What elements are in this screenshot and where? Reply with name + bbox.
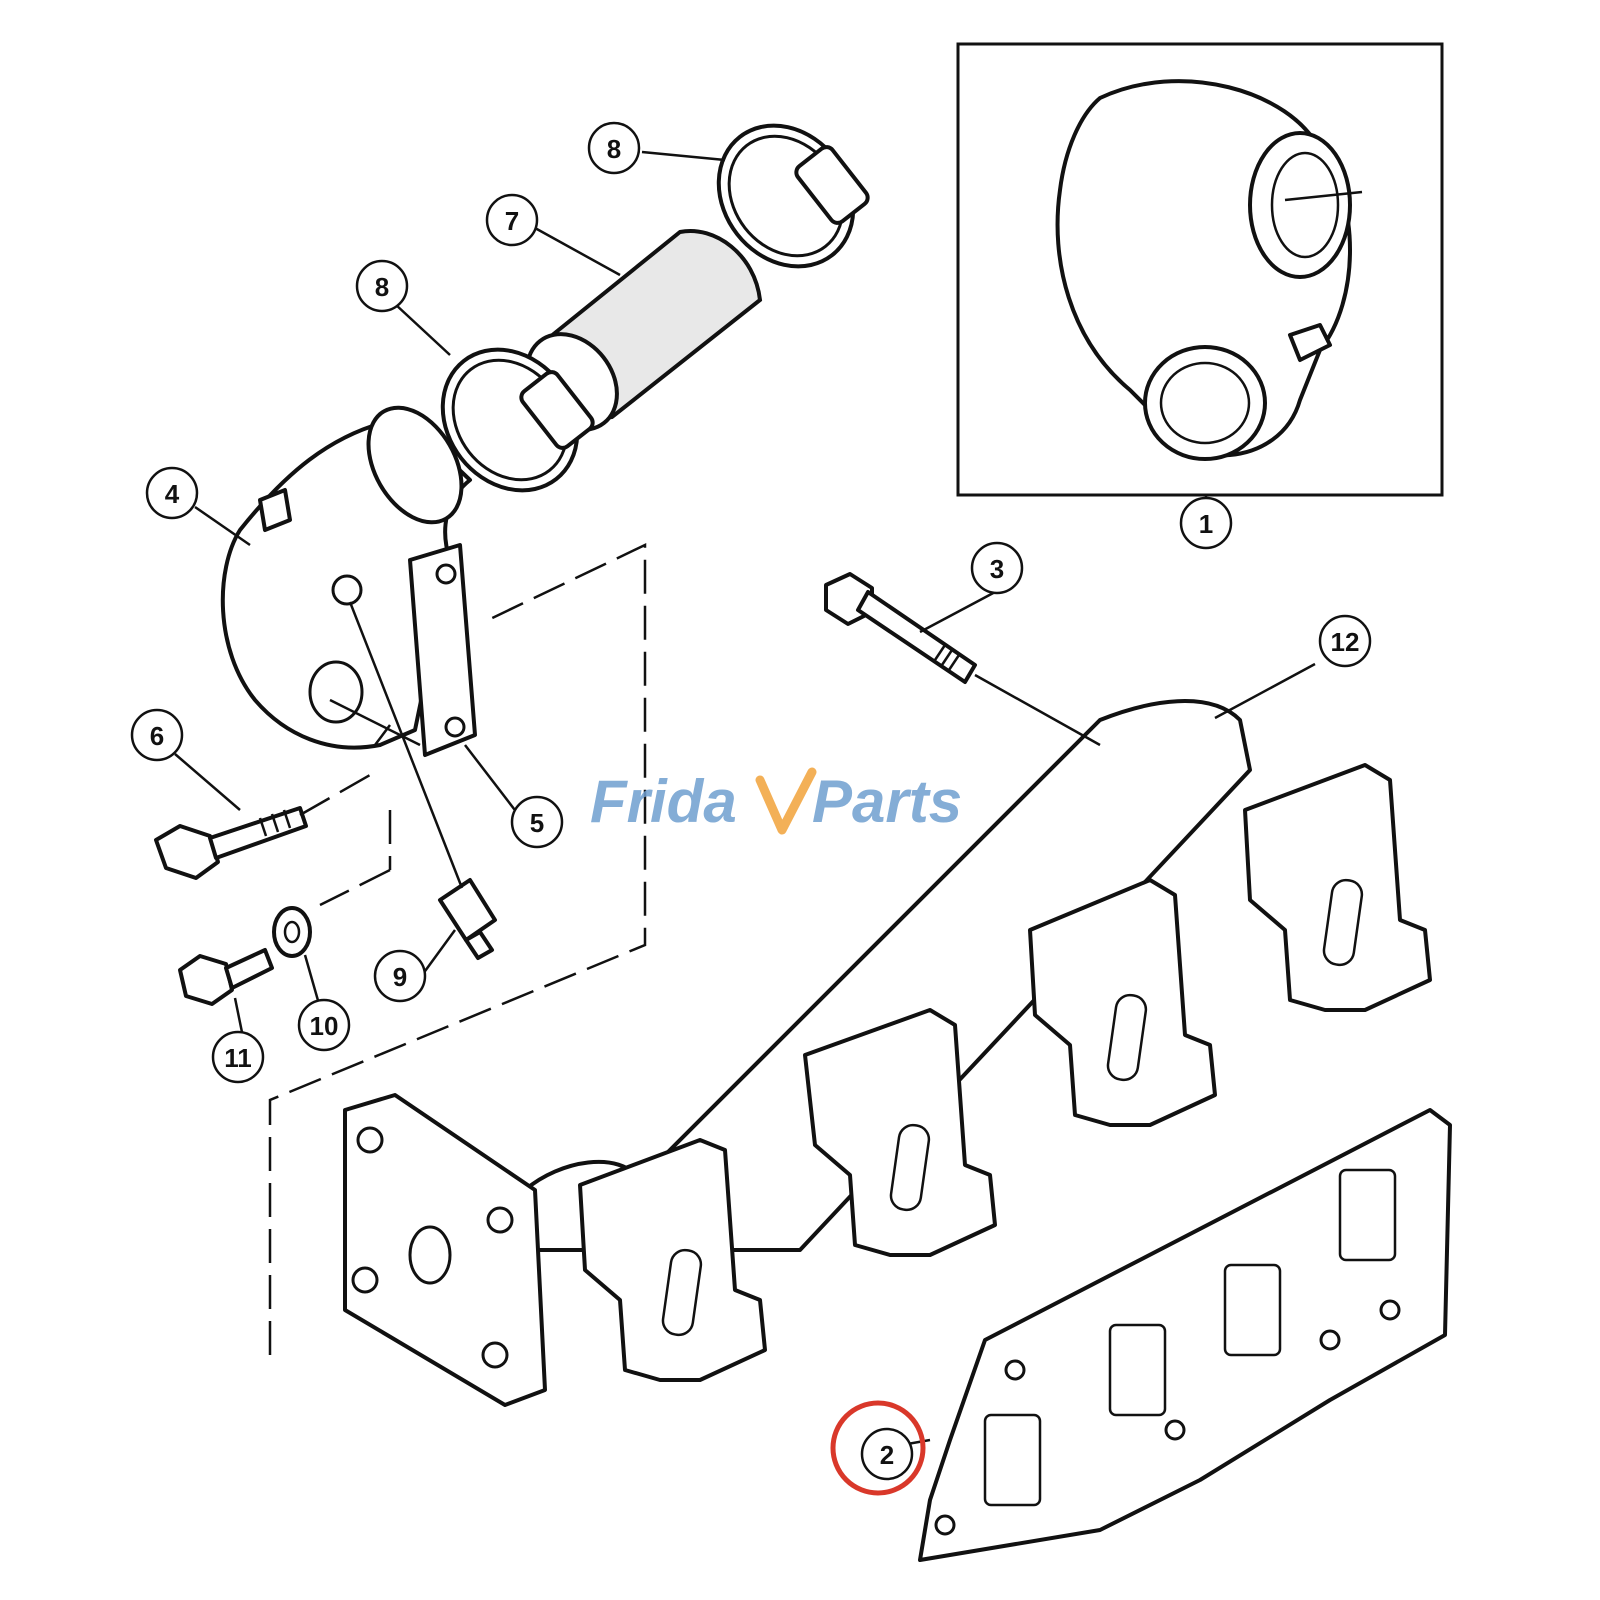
highlight-circle <box>830 1400 926 1496</box>
hose-clamp-upper <box>716 123 870 269</box>
bolt-flanged <box>154 806 308 880</box>
callout-3: 3 <box>970 541 1024 595</box>
callout-6: 6 <box>130 708 184 762</box>
callout-6-label: 6 <box>150 721 164 751</box>
stud-axis-line <box>348 601 464 889</box>
stud <box>438 878 497 960</box>
callout-7: 7 <box>485 193 539 247</box>
callout-1-label: 1 <box>1199 509 1213 539</box>
hose <box>525 229 763 432</box>
callout-7-label: 7 <box>505 206 519 236</box>
washer <box>272 906 312 958</box>
watermark-logo: Frida Parts <box>590 767 962 835</box>
callout-2: 2 <box>860 1427 914 1481</box>
leader-lines <box>174 150 1316 1454</box>
svg-text:Frida: Frida <box>590 768 737 835</box>
exploded-outline <box>268 543 647 1355</box>
callout-4-label: 4 <box>165 479 180 509</box>
bolt-axis-dash <box>299 773 371 817</box>
callout-3-label: 3 <box>990 554 1004 584</box>
turbocharger-inset <box>956 42 1444 497</box>
bolt-axis-line <box>974 673 1101 747</box>
callout-8-upper-label: 8 <box>607 134 621 164</box>
exploded-outline-2 <box>319 724 392 907</box>
manifold-gasket <box>918 1108 1452 1562</box>
callout-2-label: 2 <box>880 1440 894 1470</box>
callout-5-label: 5 <box>530 808 544 838</box>
flange-gasket <box>408 543 477 757</box>
callout-4: 4 <box>145 466 199 520</box>
bolt-short <box>178 948 274 1006</box>
callout-1: 1 <box>1179 496 1233 550</box>
callout-9-label: 9 <box>393 962 407 992</box>
callout-11: 11 <box>211 1030 265 1084</box>
callout-8-lower: 8 <box>355 259 409 313</box>
callout-5: 5 <box>510 795 564 849</box>
callout-9: 9 <box>373 949 427 1003</box>
callout-12: 12 <box>1318 614 1372 668</box>
elbow-axis-line <box>329 698 421 747</box>
svg-text:Parts: Parts <box>812 768 962 835</box>
hose-clamp-lower <box>440 347 595 493</box>
callout-10-label: 10 <box>310 1011 339 1041</box>
callout-8-lower-label: 8 <box>375 272 389 302</box>
callout-10: 10 <box>297 998 351 1052</box>
callout-11-label: 11 <box>224 1043 252 1073</box>
callout-12-label: 12 <box>1331 627 1360 657</box>
bolt-long <box>824 572 977 684</box>
exhaust-manifold <box>343 699 1432 1407</box>
elbow-pipe <box>220 405 472 750</box>
callout-8-upper: 8 <box>587 121 641 175</box>
